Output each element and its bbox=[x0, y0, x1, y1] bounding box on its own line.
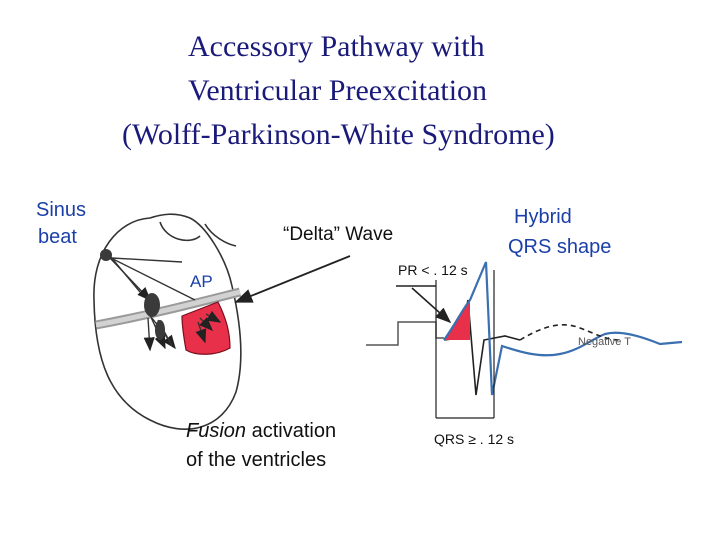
av-node bbox=[144, 293, 165, 340]
negative-t-label: Negative T bbox=[578, 336, 631, 348]
title-line-3: (Wolff-Parkinson-White Syndrome) bbox=[122, 118, 555, 151]
preexcited-region bbox=[181, 301, 231, 355]
pr-interval-label: PR < . 12 s bbox=[398, 262, 468, 278]
sinus-beat-label-1: Sinus bbox=[36, 199, 87, 221]
sinus-beat-label-2: beat bbox=[38, 226, 77, 248]
sinus-node bbox=[100, 249, 112, 261]
delta-to-ap-arrow bbox=[234, 255, 351, 303]
hybrid-label-2: QRS shape bbox=[508, 236, 612, 258]
heart-outline bbox=[93, 213, 242, 430]
ap-label: AP bbox=[190, 272, 213, 291]
title-line-1: Accessory Pathway with bbox=[188, 30, 485, 63]
fusion-label-line-1: Fusion activation bbox=[186, 420, 336, 443]
interval-markers bbox=[435, 270, 495, 419]
av-septum-band bbox=[95, 287, 242, 330]
preexcited-qrs bbox=[443, 261, 683, 396]
fusion-word: Fusion bbox=[186, 420, 247, 442]
delta-wave-label: “Delta” Wave bbox=[283, 224, 394, 245]
fusion-label-line-2: of the ventricles bbox=[186, 449, 327, 471]
fusion-rest: activation bbox=[246, 420, 337, 442]
title-line-2: Ventricular Preexcitation bbox=[188, 74, 488, 107]
ecg-trace bbox=[366, 261, 683, 396]
normal-t-wave bbox=[519, 324, 621, 341]
ecg-baseline-left bbox=[366, 321, 444, 346]
qrs-duration-label: QRS ≥ . 12 s bbox=[434, 431, 515, 447]
hybrid-label-1: Hybrid bbox=[514, 206, 572, 228]
delta-pointer-arrow bbox=[411, 287, 452, 324]
